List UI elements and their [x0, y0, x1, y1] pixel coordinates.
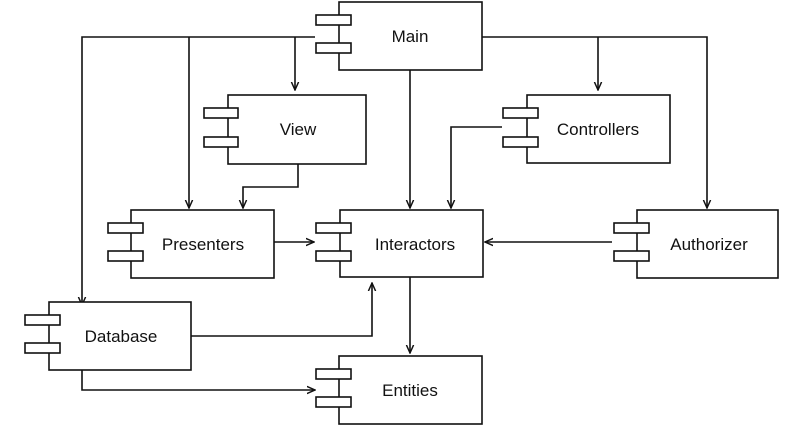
- component-entities: Entities: [315, 355, 483, 425]
- component-label: Controllers: [557, 120, 639, 139]
- component-view: View: [203, 94, 367, 165]
- component-tab-icon: [315, 250, 352, 262]
- component-database: Database: [24, 301, 192, 371]
- component-tab-icon: [502, 136, 539, 148]
- component-tab-icon: [24, 314, 61, 326]
- component-tab-icon: [315, 14, 352, 26]
- component-label: View: [280, 120, 317, 139]
- component-tab-icon: [502, 107, 539, 119]
- edge-controllers-interactors: [451, 126, 502, 208]
- dependency-edges: [81, 36, 707, 390]
- component-label: Entities: [382, 381, 438, 400]
- component-authorizer: Authorizer: [613, 209, 779, 279]
- component-tab-icon: [107, 250, 144, 262]
- component-label: Database: [85, 327, 158, 346]
- component-tab-icon: [203, 136, 239, 148]
- edge-database-entities: [81, 370, 315, 390]
- edge-main-database: [82, 36, 315, 305]
- component-main: Main: [315, 1, 483, 71]
- component-tab-icon: [24, 342, 61, 354]
- component-label: Presenters: [162, 235, 244, 254]
- component-label: Interactors: [375, 235, 455, 254]
- edge-database-interactors: [191, 283, 372, 337]
- component-tab-icon: [315, 396, 352, 408]
- component-tab-icon: [315, 42, 352, 54]
- component-tab-icon: [107, 222, 144, 234]
- component-interactors: Interactors: [315, 209, 484, 278]
- component-tab-icon: [315, 368, 352, 380]
- component-tab-icon: [315, 222, 352, 234]
- edge-view-presenters: [243, 164, 299, 208]
- edge-main-controllers: [482, 36, 707, 208]
- component-label: Main: [392, 27, 429, 46]
- component-tab-icon: [613, 222, 650, 234]
- component-tab-icon: [203, 107, 239, 119]
- component-tab-icon: [613, 250, 650, 262]
- component-controllers: Controllers: [502, 94, 671, 164]
- component-presenters: Presenters: [107, 209, 275, 279]
- component-label: Authorizer: [670, 235, 748, 254]
